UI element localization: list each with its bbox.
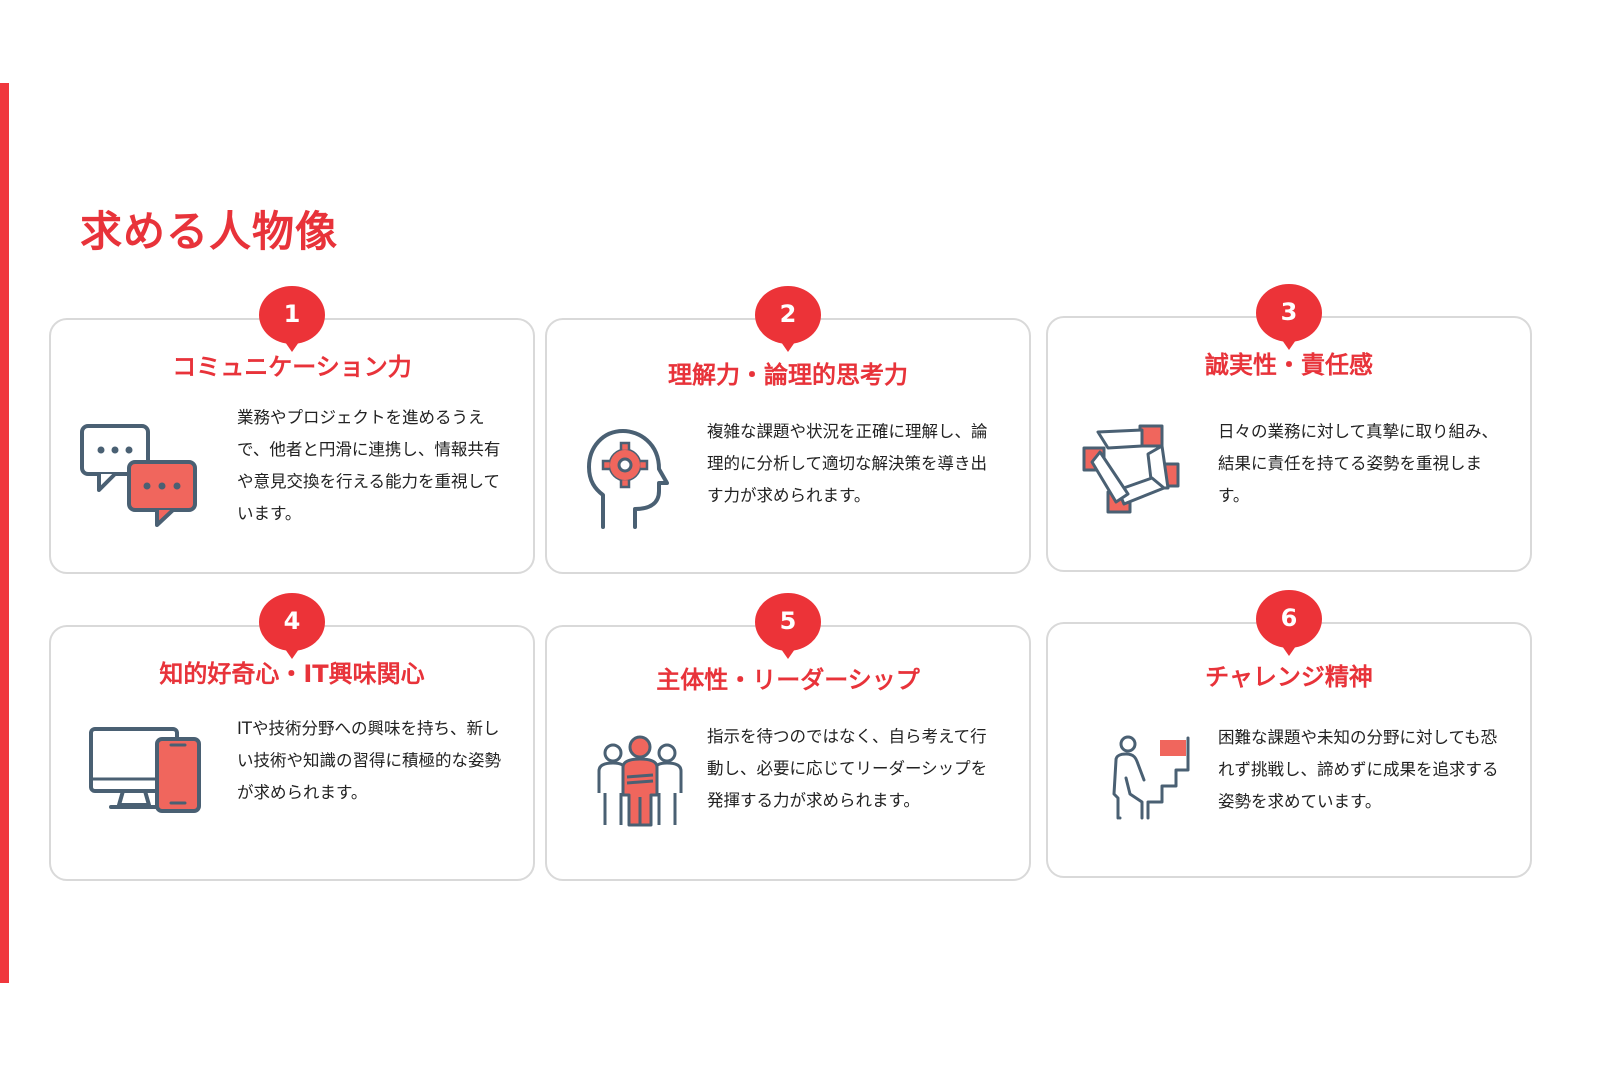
card-number-badge: 5 [755, 593, 821, 651]
card-number-badge: 2 [755, 286, 821, 344]
card-title: 主体性・リーダーシップ [656, 666, 920, 694]
card-leadership: 5 主体性・リーダーシップ 指示を待つのではなく、自ら考えて行動し、必要に応じて… [545, 593, 1031, 881]
card-description: 困難な課題や未知の分野に対しても恐れず挑戦し、諦めずに成果を追求する姿勢を求めて… [1218, 728, 1499, 811]
card-description: 業務やプロジェクトを進めるうえで、他者と円滑に連携し、情報共有や意見交換を行える… [237, 408, 501, 523]
card-title: コミュニケーション力 [172, 353, 412, 381]
card-communication: 1 コミュニケーション力 業務やプロジェクトを進めるうえで、他者と円滑に連携し、… [49, 286, 535, 574]
card-number-badge: 1 [259, 286, 325, 344]
head-gear-icon [573, 425, 713, 535]
card-description: 日々の業務に対して真摯に取り組み、結果に責任を持てる姿勢を重視します。 [1218, 422, 1499, 505]
climb-stairs-flag-icon [1108, 734, 1190, 820]
card-title: 誠実性・責任感 [1205, 351, 1373, 379]
monitor-phone-icon [87, 725, 207, 815]
card-logical-thinking: 2 理解力・論理的思考力 複雑な課題や状況を正確に理解し、論理的に分析して適切な… [545, 286, 1031, 574]
card-description: 複雑な課題や状況を正確に理解し、論理的に分析して適切な解決策を導き出す力が求めら… [707, 422, 988, 505]
card-number-badge: 3 [1256, 284, 1322, 342]
card-integrity: 3 誠実性・責任感 日々の業務に対して真摯に取り組み、結果に責任を持てる姿勢を重… [1046, 284, 1532, 572]
chat-bubbles-icon [77, 420, 217, 530]
card-title: チャレンジ精神 [1205, 663, 1373, 691]
card-title: 理解力・論理的思考力 [668, 361, 908, 389]
card-curiosity: 4 知的好奇心・IT興味関心 ITや技術分野への興味を持ち、新しい技術や知識の習… [49, 593, 535, 881]
team-leader-icon [595, 735, 685, 827]
card-challenge-spirit: 6 チャレンジ精神 困難な課題や未知の分野に対しても恐れず挑戦し、諦めずに成果を… [1046, 590, 1532, 878]
card-number-badge: 6 [1256, 590, 1322, 648]
card-title: 知的好奇心・IT興味関心 [159, 660, 425, 688]
card-description: ITや技術分野への興味を持ち、新しい技術や知識の習得に積極的な姿勢が求められます… [237, 719, 501, 802]
card-description: 指示を待つのではなく、自ら考えて行動し、必要に応じてリーダーシップを発揮する力が… [707, 727, 988, 810]
page-title: 求める人物像 [80, 207, 339, 256]
card-number-badge: 4 [259, 593, 325, 651]
joined-hands-icon [1078, 418, 1188, 518]
left-accent-bar [0, 83, 9, 983]
